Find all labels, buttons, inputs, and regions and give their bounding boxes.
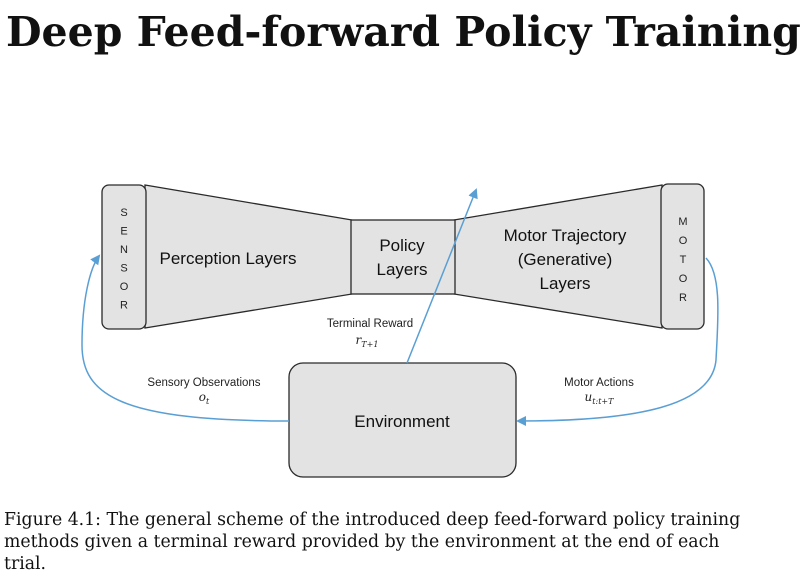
sensor-letters-char: E	[120, 226, 127, 238]
caption-line-3: trial.	[4, 554, 47, 574]
motor-actions-subscript: t:t+T	[592, 397, 614, 406]
policy-layers-label-line2: Layers	[376, 260, 427, 279]
terminal-reward-variable: rT+1	[356, 333, 379, 349]
perception-layers-label: Perception Layers	[159, 249, 296, 268]
terminal-reward-arrow	[406, 188, 478, 364]
sensory-observations-arrow	[81, 254, 290, 422]
motor-trajectory-label-line3: Layers	[539, 274, 590, 293]
motor-actions-label: Motor Actions	[564, 377, 634, 389]
motor-letters-char: R	[679, 292, 687, 304]
motor-letters-char: O	[679, 273, 688, 285]
sensor-letters-char: O	[120, 281, 129, 293]
motor-actions-var: u	[585, 390, 593, 404]
sensor-letters-char: N	[120, 244, 128, 256]
terminal-reward-var: r	[356, 333, 363, 347]
sensory-observations-variable: ot	[199, 390, 210, 406]
environment-label: Environment	[354, 412, 450, 431]
motor-letters-char: T	[680, 254, 687, 266]
terminal-reward-subscript: T+1	[361, 340, 378, 349]
terminal-reward-label: Terminal Reward	[327, 318, 413, 330]
sensor-letters-char: S	[120, 263, 127, 275]
motor-letters-char: O	[679, 235, 688, 247]
sensory-obs-var: o	[199, 390, 206, 404]
motor-actions-variable: ut:t+T	[585, 390, 615, 406]
motor-trajectory-label-line1: Motor Trajectory	[504, 226, 627, 245]
caption-line-2: methods given a terminal reward provided…	[4, 532, 720, 552]
caption-line-1: Figure 4.1: The general scheme of the in…	[4, 510, 741, 530]
figure-caption: Figure 4.1: The general scheme of the in…	[4, 509, 804, 575]
motor-actions-arrow	[516, 257, 719, 426]
sensory-observations-label: Sensory Observations	[147, 377, 260, 389]
sensory-obs-subscript: t	[206, 397, 210, 406]
policy-layers-box	[350, 219, 456, 295]
sensor-letters-char: S	[120, 207, 127, 219]
motor-box	[660, 183, 705, 330]
environment-box	[288, 362, 517, 478]
page-title: Deep Feed-forward Policy Training	[6, 8, 801, 56]
motor-letters-char: M	[678, 216, 687, 228]
sensor-box	[101, 184, 147, 330]
motor-trajectory-label-line2: (Generative)	[518, 250, 612, 269]
policy-layers-label-line1: Policy	[379, 236, 425, 255]
sensor-letters-char: R	[120, 300, 128, 312]
